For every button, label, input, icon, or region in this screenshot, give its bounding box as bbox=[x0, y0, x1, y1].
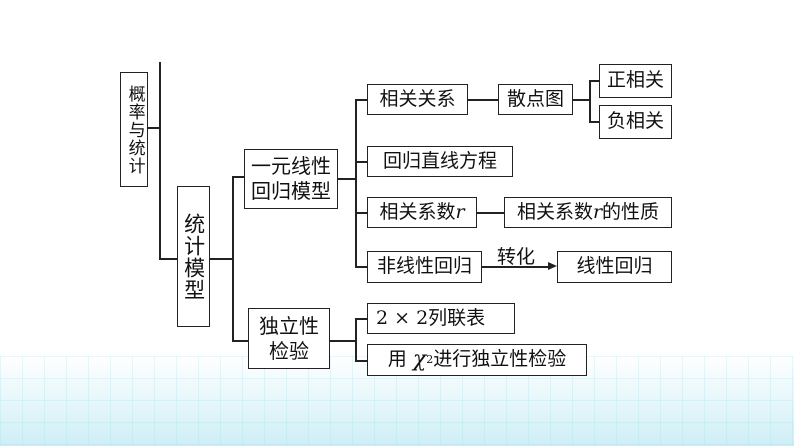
variable-r: r bbox=[455, 200, 465, 223]
node-line: 一元线性 bbox=[251, 154, 331, 178]
connector bbox=[338, 178, 355, 180]
connector bbox=[355, 212, 367, 214]
chi-symbol: χ bbox=[412, 347, 427, 373]
connector bbox=[355, 99, 367, 101]
regression-equation-node: 回归直线方程 bbox=[367, 146, 513, 177]
node-line: 回归模型 bbox=[251, 179, 331, 203]
connector bbox=[589, 80, 591, 122]
connector bbox=[572, 99, 589, 101]
node-text: 的性质 bbox=[602, 200, 660, 223]
transform-arrow bbox=[482, 266, 550, 268]
connector bbox=[355, 318, 367, 320]
connector bbox=[355, 266, 367, 268]
connector bbox=[159, 62, 161, 259]
nonlinear-regression-node: 非线性回归 bbox=[367, 251, 482, 283]
connector bbox=[355, 318, 357, 361]
connector bbox=[467, 99, 498, 101]
statistics-model-node: 统计模型 bbox=[177, 186, 210, 327]
node-line: 独立性 bbox=[259, 313, 319, 338]
connector bbox=[159, 258, 177, 260]
connector bbox=[330, 340, 355, 342]
connector bbox=[232, 340, 248, 342]
superscript: 2 bbox=[426, 353, 434, 367]
connector bbox=[232, 176, 244, 178]
connector bbox=[209, 258, 232, 260]
positive-correlation-node: 正相关 bbox=[599, 64, 672, 98]
scatter-plot-node: 散点图 bbox=[498, 84, 573, 115]
connector bbox=[147, 127, 159, 129]
variable-r: r bbox=[592, 200, 603, 223]
linear-regression-node: 线性回归 bbox=[557, 251, 672, 283]
connector bbox=[476, 212, 504, 214]
root-node: 概率与统计 bbox=[120, 72, 148, 187]
arrow-head-icon bbox=[548, 262, 557, 270]
linear-regression-model-node: 一元线性 回归模型 bbox=[244, 149, 338, 209]
connector bbox=[355, 161, 367, 163]
contingency-table-node: 2 × 2列联表 bbox=[367, 303, 515, 334]
negative-correlation-node: 负相关 bbox=[599, 105, 672, 139]
independence-test-node: 独立性 检验 bbox=[248, 308, 330, 369]
node-line: 检验 bbox=[269, 338, 309, 363]
node-text: 用 bbox=[387, 348, 413, 371]
node-text: 相关系数 bbox=[516, 200, 593, 223]
connector bbox=[355, 99, 357, 267]
node-text: 进行独立性检验 bbox=[433, 348, 567, 371]
correlation-node: 相关关系 bbox=[367, 84, 468, 115]
connector bbox=[355, 360, 367, 362]
transform-label: 转化 bbox=[497, 246, 536, 268]
connector bbox=[589, 80, 599, 82]
connector bbox=[232, 176, 234, 341]
node-text: 相关系数 bbox=[379, 200, 456, 223]
connector bbox=[589, 121, 599, 123]
